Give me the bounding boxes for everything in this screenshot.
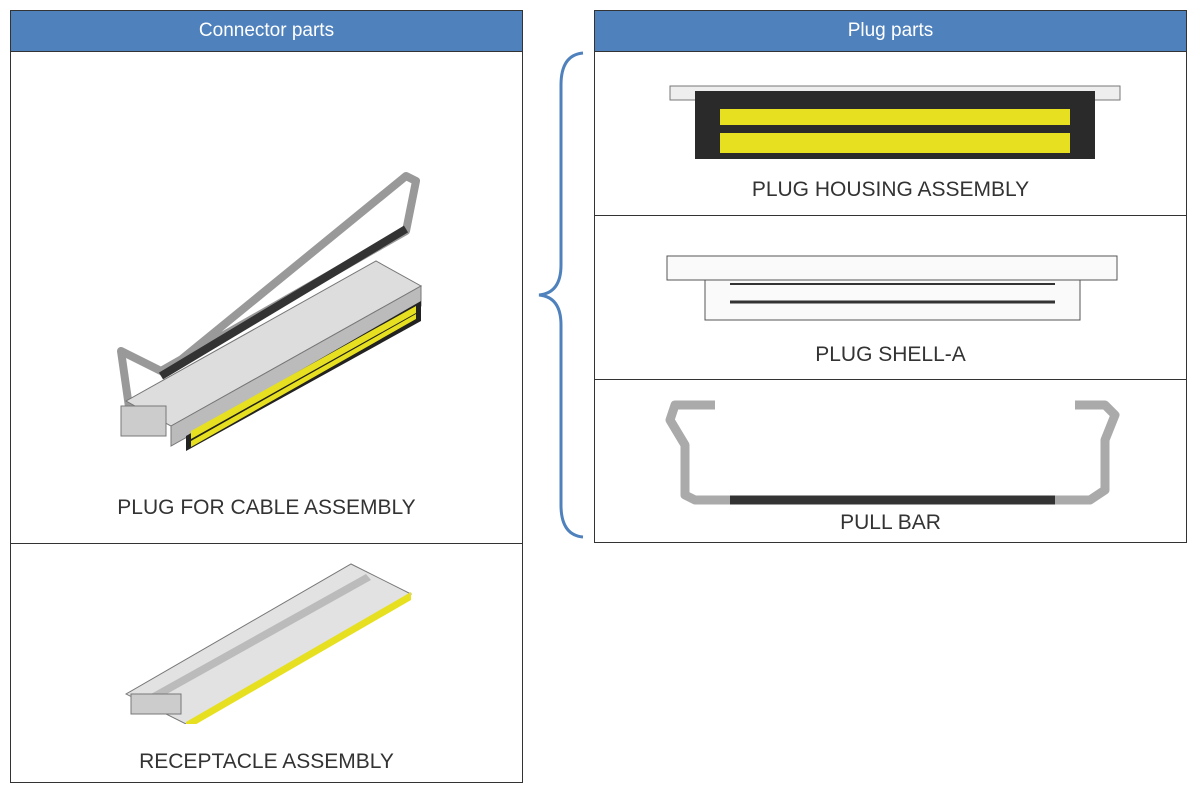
- plug-for-cable-assembly-cell: PLUG FOR CABLE ASSEMBLY: [11, 51, 522, 543]
- connector-parts-table: Connector parts PLUG FOR CABLE ASSEMBLY …: [10, 10, 523, 783]
- pull-bar-image: [665, 400, 1120, 505]
- plug-for-cable-assembly-image: [117, 172, 423, 451]
- plug-housing-assembly-image: [669, 85, 1121, 159]
- plug-parts-table: Plug parts PLUG HOUSING ASSEMBLY PLUG SH…: [594, 10, 1187, 543]
- receptacle-assembly-label: RECEPTACLE ASSEMBLY: [139, 750, 394, 773]
- receptacle-assembly-cell: RECEPTACLE ASSEMBLY: [11, 543, 522, 784]
- plug-shell-a-label: PLUG SHELL-A: [815, 343, 966, 366]
- plug-shell-a-image: [666, 255, 1118, 321]
- plug-shell-a-cell: PLUG SHELL-A: [595, 215, 1186, 380]
- plug-housing-assembly-label: PLUG HOUSING ASSEMBLY: [751, 178, 1030, 201]
- grouping-brace-icon: [538, 51, 584, 539]
- plug-parts-header: Plug parts: [595, 11, 1186, 52]
- receptacle-assembly-image: [124, 563, 413, 724]
- connector-parts-header: Connector parts: [11, 11, 522, 52]
- plug-for-cable-assembly-label: PLUG FOR CABLE ASSEMBLY: [117, 496, 416, 519]
- pull-bar-cell: PULL BAR: [595, 379, 1186, 544]
- pull-bar-label: PULL BAR: [840, 511, 941, 534]
- plug-housing-assembly-cell: PLUG HOUSING ASSEMBLY: [595, 51, 1186, 215]
